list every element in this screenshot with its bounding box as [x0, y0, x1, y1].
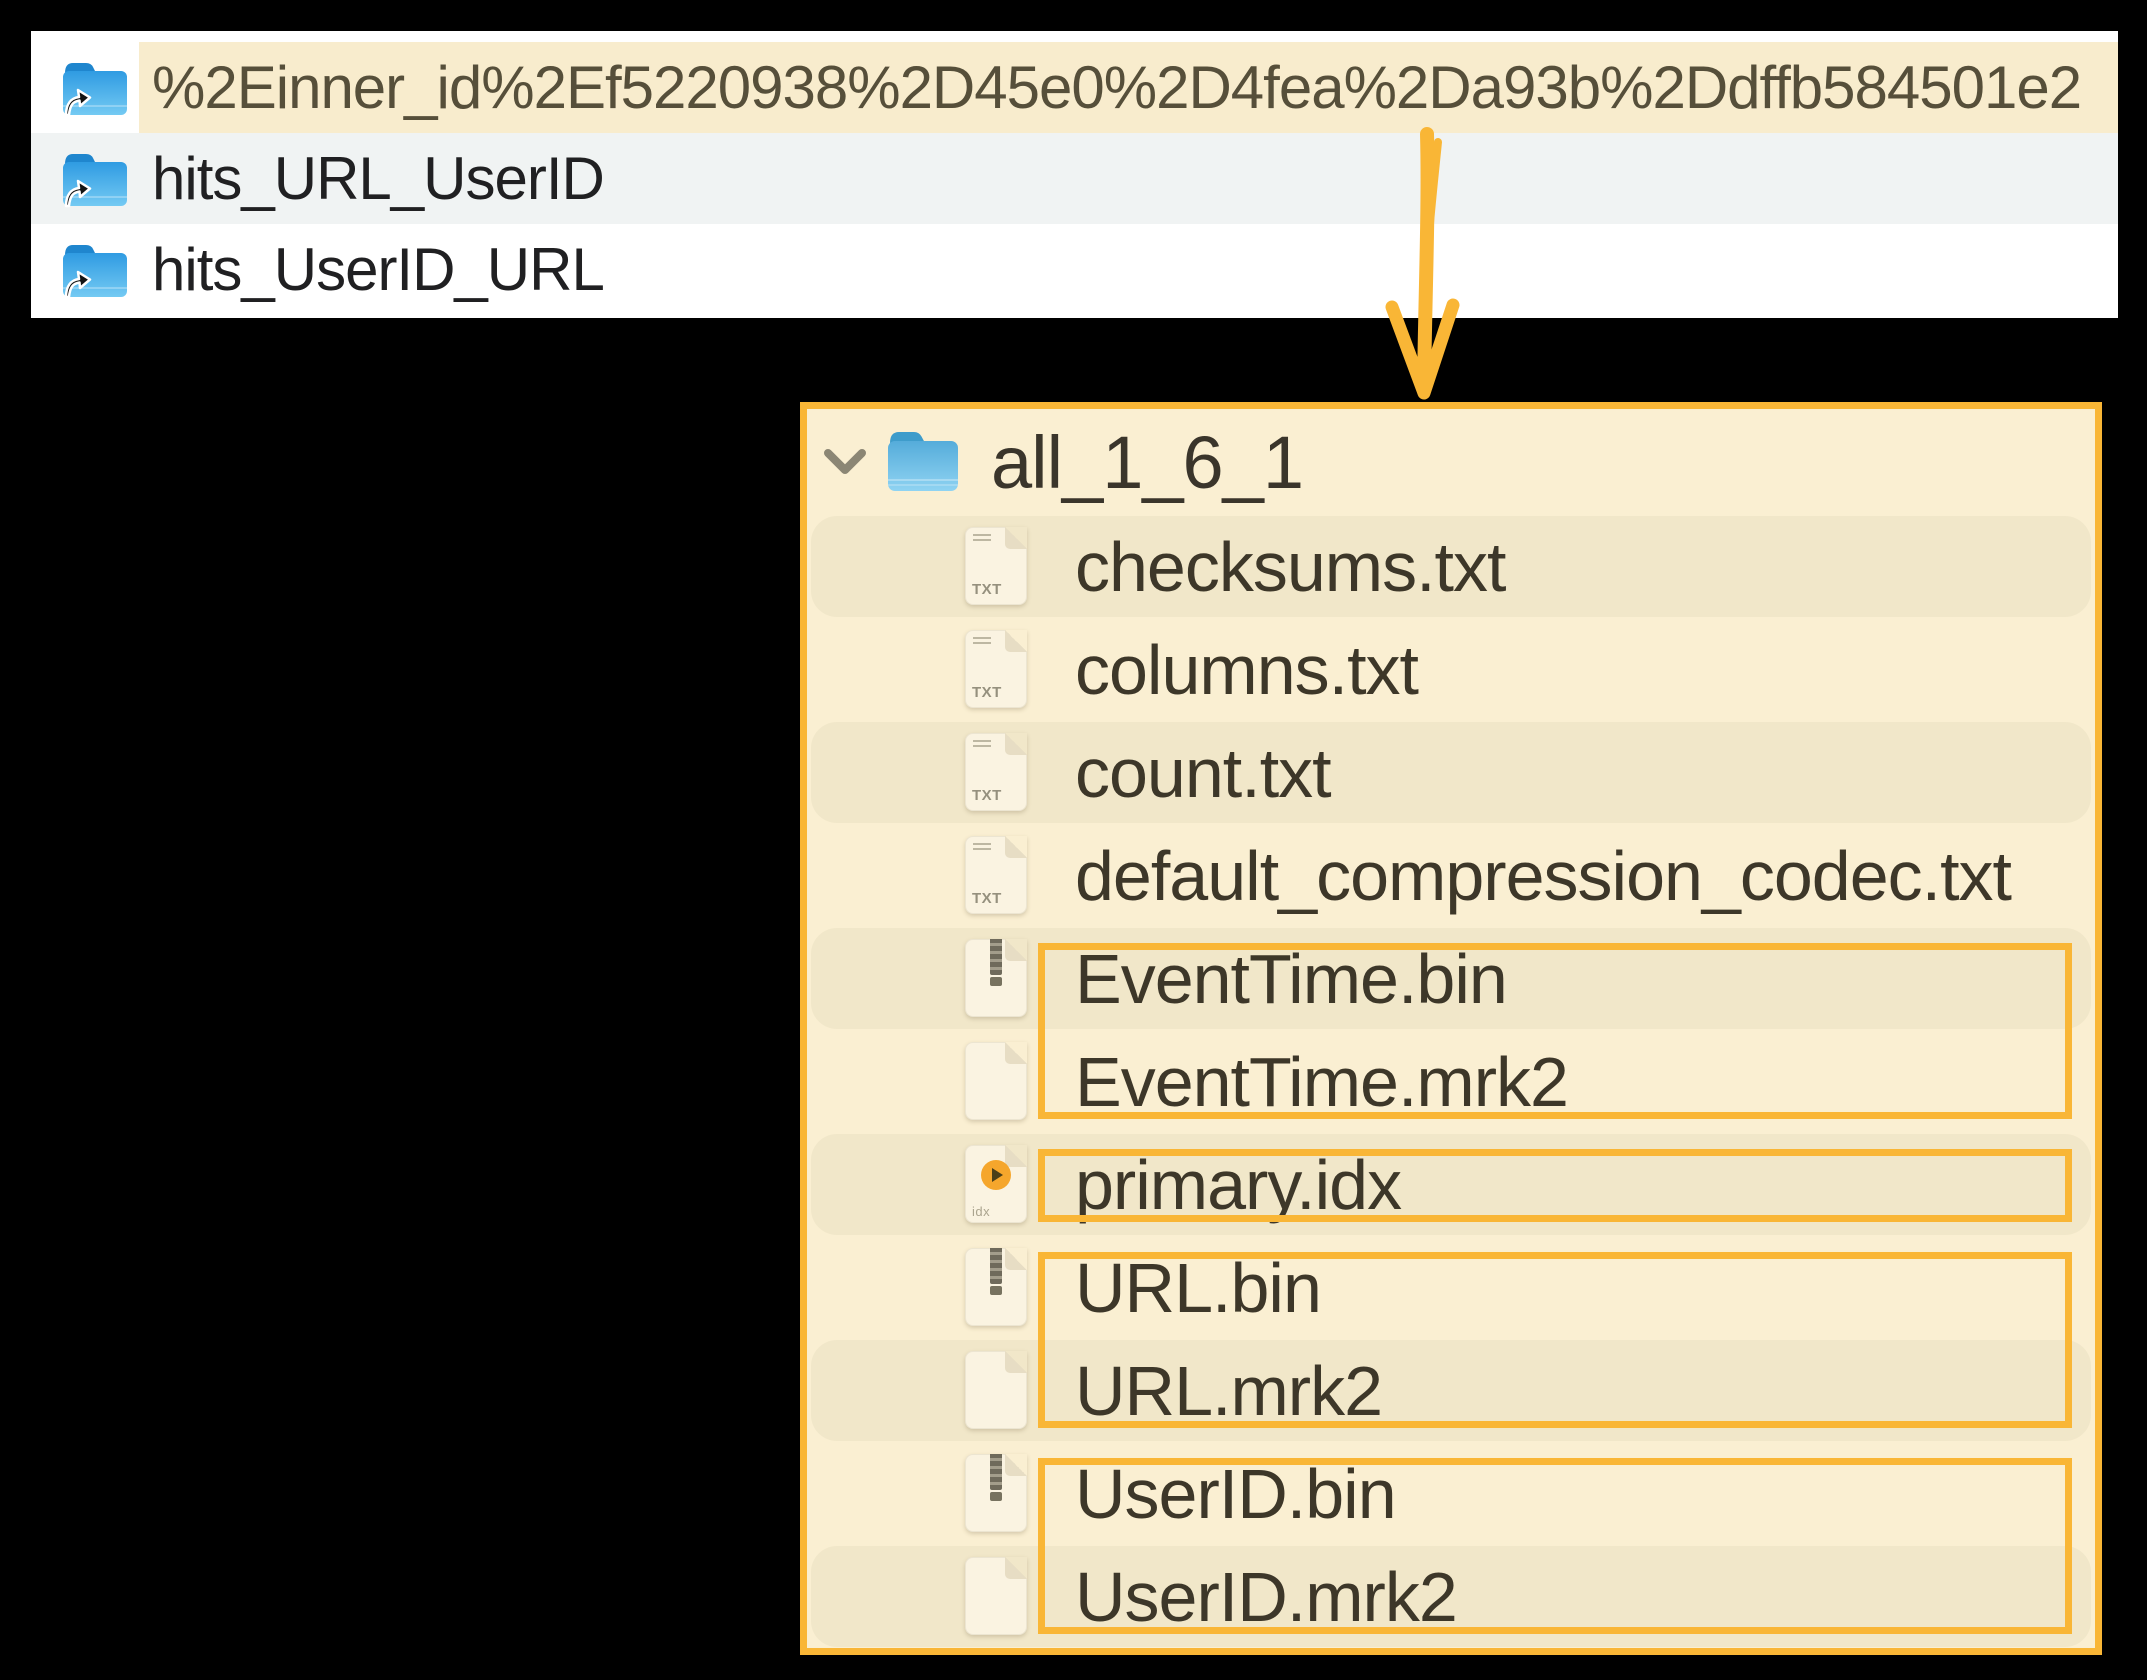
annotation-box — [1038, 1149, 2072, 1222]
file-icon — [965, 1042, 1027, 1120]
doc-lines — [973, 740, 991, 748]
folder-name: %2Einner_id%2Ef5220938%2D45e0%2D4fea%2Da… — [152, 54, 2082, 121]
folder-name: hits_URL_UserID — [152, 145, 604, 212]
finder-row[interactable]: %2Einner_id%2Ef5220938%2D45e0%2D4fea%2Da… — [31, 42, 2118, 133]
index-disc-icon — [981, 1160, 1011, 1190]
file-icon — [965, 1351, 1027, 1429]
file-icon — [965, 939, 1027, 1017]
file-name: UserID.mrk2 — [1075, 1557, 1458, 1636]
zipper-icon — [990, 1454, 1002, 1490]
page-fold — [1005, 1042, 1027, 1064]
page-fold — [1005, 1248, 1027, 1270]
alias-arrow-badge — [64, 88, 92, 116]
name-cell: %2Einner_id%2Ef5220938%2D45e0%2D4fea%2Da… — [139, 42, 2118, 133]
file-type-badge: TXT — [972, 684, 1002, 701]
page-fold — [1005, 1454, 1027, 1476]
file-icon — [965, 1557, 1027, 1635]
file-icon: TXT — [965, 733, 1027, 811]
page-fold — [1005, 1557, 1027, 1579]
folder-icon-cell — [31, 133, 139, 224]
annotation-box — [1038, 1252, 2072, 1428]
alias-arrow-badge — [64, 179, 92, 207]
page-fold — [1005, 1351, 1027, 1373]
page-fold — [1005, 836, 1027, 858]
file-name: primary.idx — [1075, 1145, 1402, 1224]
name-cell: hits_URL_UserID — [139, 133, 2118, 224]
doc-lines — [973, 843, 991, 851]
name-cell: hits_UserID_URL — [139, 224, 2118, 315]
annotation-box — [1038, 1458, 2072, 1634]
folder-icon-cell — [31, 42, 139, 133]
file-row[interactable]: UserID.bin — [807, 1442, 2095, 1545]
page-fold — [1005, 1145, 1027, 1167]
file-row[interactable]: TXT default_compression_codec.txt — [807, 824, 2095, 927]
file-name: checksums.txt — [1075, 527, 1506, 606]
finder-row[interactable]: hits_UserID_URL — [31, 224, 2118, 315]
file-icon: TXT — [965, 630, 1027, 708]
page-fold — [1005, 733, 1027, 755]
file-row[interactable]: URL.bin — [807, 1236, 2095, 1339]
file-type-badge: TXT — [972, 890, 1002, 907]
page-fold — [1005, 939, 1027, 961]
page-fold — [1005, 630, 1027, 652]
doc-lines — [973, 637, 991, 645]
file-row[interactable]: TXT count.txt — [807, 721, 2095, 824]
file-type-badge: TXT — [972, 581, 1002, 598]
file-name: columns.txt — [1075, 630, 1419, 709]
file-name: count.txt — [1075, 733, 1332, 812]
arrow-head — [1385, 298, 1460, 400]
folder-icon-cell — [31, 224, 139, 315]
folder-name: hits_UserID_URL — [152, 236, 604, 303]
file-type-badge: idx — [972, 1204, 991, 1219]
file-row[interactable]: TXT checksums.txt — [807, 515, 2095, 618]
file-icon — [965, 1454, 1027, 1532]
finder-list-panel: %2Einner_id%2Ef5220938%2D45e0%2D4fea%2Da… — [31, 31, 2118, 318]
file-row[interactable]: EventTime.mrk2 — [807, 1030, 2095, 1133]
alias-folder-icon — [63, 244, 127, 298]
file-name: URL.mrk2 — [1075, 1351, 1383, 1430]
page-fold — [1005, 527, 1027, 549]
zipper-icon — [990, 939, 1002, 975]
part-contents-panel: all_1_6_1 TXT checksums.txt TXT columns.… — [800, 402, 2102, 1655]
annotation-box — [1038, 943, 2072, 1119]
alias-folder-icon — [63, 62, 127, 116]
file-name: EventTime.mrk2 — [1075, 1042, 1569, 1121]
play-glyph — [992, 1168, 1003, 1182]
file-name: URL.bin — [1075, 1248, 1322, 1327]
file-icon: TXT — [965, 836, 1027, 914]
file-name: UserID.bin — [1075, 1454, 1397, 1533]
file-icon: idx — [965, 1145, 1027, 1223]
part-folder-row[interactable]: all_1_6_1 — [807, 409, 2095, 515]
file-icon: TXT — [965, 527, 1027, 605]
file-name: default_compression_codec.txt — [1075, 836, 2012, 915]
finder-row[interactable]: hits_URL_UserID — [31, 133, 2118, 224]
file-row[interactable]: TXT columns.txt — [807, 618, 2095, 721]
part-folder-name: all_1_6_1 — [991, 420, 1304, 504]
file-icon — [965, 1248, 1027, 1326]
alias-arrow-badge — [64, 270, 92, 298]
doc-lines — [973, 534, 991, 542]
file-type-badge: TXT — [972, 787, 1002, 804]
zipper-icon — [990, 1248, 1002, 1284]
folder-icon — [888, 432, 958, 491]
chevron-down-icon[interactable] — [823, 448, 867, 476]
file-name: EventTime.bin — [1075, 939, 1508, 1018]
alias-folder-icon — [63, 153, 127, 207]
